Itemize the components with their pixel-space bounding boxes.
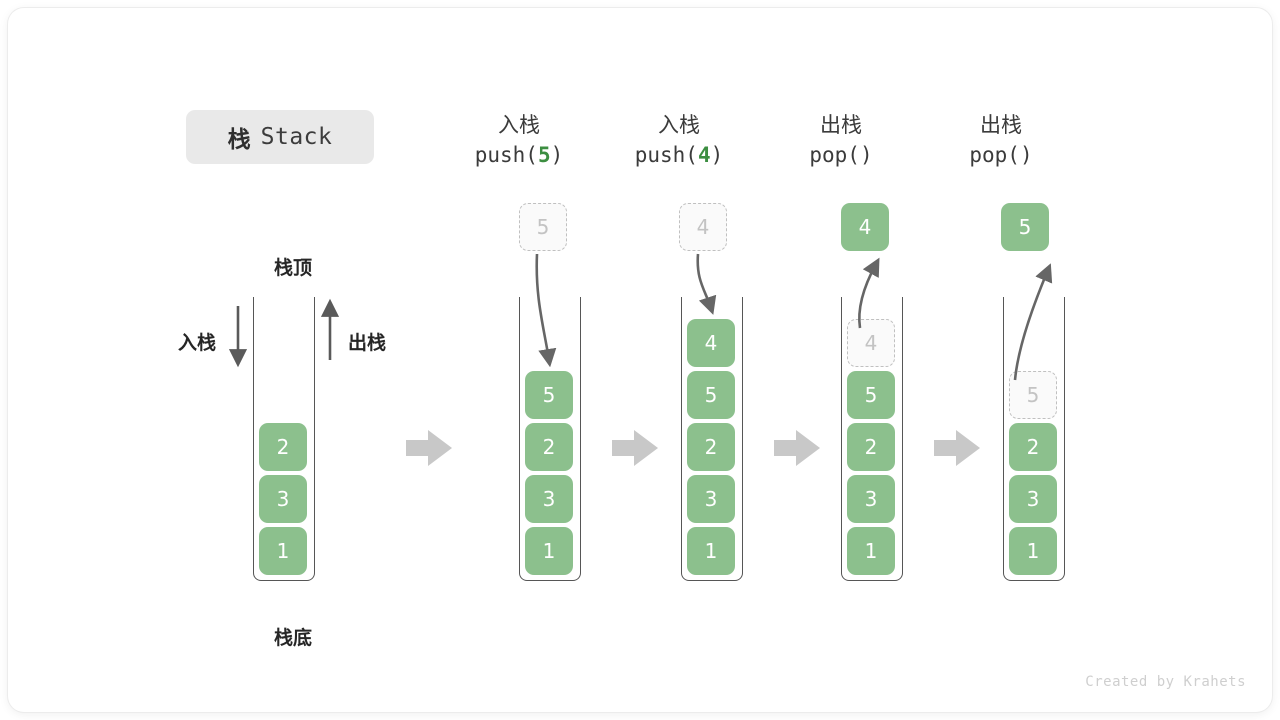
pop-direction-label: 出栈 — [348, 332, 387, 354]
block-value: 5 — [1018, 215, 1032, 239]
operand-block-push-4: 4 — [679, 203, 727, 251]
step-header-cn: 入栈 — [498, 113, 540, 137]
stack-block: 1 — [1009, 527, 1057, 575]
block-value: 4 — [864, 331, 878, 355]
stack-block: 3 — [847, 475, 895, 523]
diagram-stage: 栈 Stack 栈顶 入栈 出栈 栈底 2 3 1 入栈 push(5) 入栈 … — [8, 8, 1272, 712]
block-value: 4 — [704, 331, 718, 355]
code-prefix: push( — [474, 142, 538, 167]
code-prefix: pop( — [809, 142, 860, 167]
flow-arrow-1 — [406, 430, 452, 466]
stack-container-step-4 — [1003, 297, 1065, 581]
stack-block: 4 — [687, 319, 735, 367]
push-direction-label: 入栈 — [178, 332, 217, 354]
block-value: 4 — [858, 215, 872, 239]
step-header-push-4: 入栈 push(4) — [594, 111, 764, 171]
block-value: 3 — [704, 487, 718, 511]
block-value: 3 — [1026, 487, 1040, 511]
code-suffix: ) — [710, 142, 724, 167]
stack-top-label: 栈顶 — [273, 257, 312, 279]
block-value: 5 — [704, 383, 718, 407]
stack-block: 3 — [259, 475, 307, 523]
block-value: 5 — [1026, 383, 1040, 407]
block-value: 1 — [276, 539, 290, 563]
step-header-cn: 入栈 — [658, 113, 700, 137]
code-prefix: push( — [634, 142, 698, 167]
stack-block: 2 — [847, 423, 895, 471]
stack-block: 2 — [259, 423, 307, 471]
stack-block: 5 — [687, 371, 735, 419]
stack-container-step-3 — [841, 297, 903, 581]
stack-container-initial — [253, 297, 315, 581]
block-value: 2 — [864, 435, 878, 459]
block-value: 1 — [864, 539, 878, 563]
block-value: 2 — [276, 435, 290, 459]
step-header-code: push(5) — [434, 141, 604, 171]
step-header-code: push(4) — [594, 141, 764, 171]
stack-block: 1 — [687, 527, 735, 575]
block-value: 2 — [1026, 435, 1040, 459]
block-value: 2 — [704, 435, 718, 459]
stack-block: 1 — [847, 527, 895, 575]
stack-block: 3 — [1009, 475, 1057, 523]
stack-block: 2 — [1009, 423, 1057, 471]
step-header-push-5: 入栈 push(5) — [434, 111, 604, 171]
flow-arrow-2 — [612, 430, 658, 466]
code-arg: 4 — [697, 142, 711, 167]
flow-arrow-3 — [774, 430, 820, 466]
block-value: 5 — [536, 215, 550, 239]
stack-block: 3 — [525, 475, 573, 523]
diagram-title-chip: 栈 Stack — [186, 110, 374, 164]
popped-ghost-block: 4 — [847, 319, 895, 367]
block-value: 3 — [276, 487, 290, 511]
code-suffix: ) — [1019, 142, 1033, 167]
block-value: 1 — [704, 539, 718, 563]
block-value: 1 — [1026, 539, 1040, 563]
operand-block-pop-1: 4 — [841, 203, 889, 251]
block-value: 5 — [542, 383, 556, 407]
stack-block: 3 — [687, 475, 735, 523]
step-header-cn: 出栈 — [980, 113, 1022, 137]
step-header-code: pop() — [756, 141, 926, 171]
code-suffix: ) — [550, 142, 564, 167]
stack-block: 1 — [525, 527, 573, 575]
block-value: 4 — [696, 215, 710, 239]
step-header-code: pop() — [916, 141, 1086, 171]
code-prefix: pop( — [969, 142, 1020, 167]
stack-block: 1 — [259, 527, 307, 575]
flow-arrow-4 — [934, 430, 980, 466]
stack-block: 2 — [687, 423, 735, 471]
block-value: 3 — [864, 487, 878, 511]
step-header-pop-1: 出栈 pop() — [756, 111, 926, 171]
block-value: 2 — [542, 435, 556, 459]
footer-credit: Created by Krahets — [1085, 674, 1246, 690]
operand-block-pop-2: 5 — [1001, 203, 1049, 251]
stack-block: 5 — [525, 371, 573, 419]
title-chinese: 栈 — [227, 127, 251, 153]
code-arg: 5 — [537, 142, 551, 167]
stack-container-step-1 — [519, 297, 581, 581]
block-value: 3 — [542, 487, 556, 511]
step-header-pop-2: 出栈 pop() — [916, 111, 1086, 171]
operand-block-push-5: 5 — [519, 203, 567, 251]
stack-bottom-label: 栈底 — [273, 627, 312, 649]
stack-block: 5 — [847, 371, 895, 419]
step-header-cn: 出栈 — [820, 113, 862, 137]
diagram-card: 栈 Stack 栈顶 入栈 出栈 栈底 2 3 1 入栈 push(5) 入栈 … — [8, 8, 1272, 712]
stack-block: 2 — [525, 423, 573, 471]
block-value: 5 — [864, 383, 878, 407]
code-suffix: ) — [859, 142, 873, 167]
stack-container-step-2 — [681, 297, 743, 581]
block-value: 1 — [542, 539, 556, 563]
title-english: Stack — [260, 124, 333, 150]
popped-ghost-block: 5 — [1009, 371, 1057, 419]
